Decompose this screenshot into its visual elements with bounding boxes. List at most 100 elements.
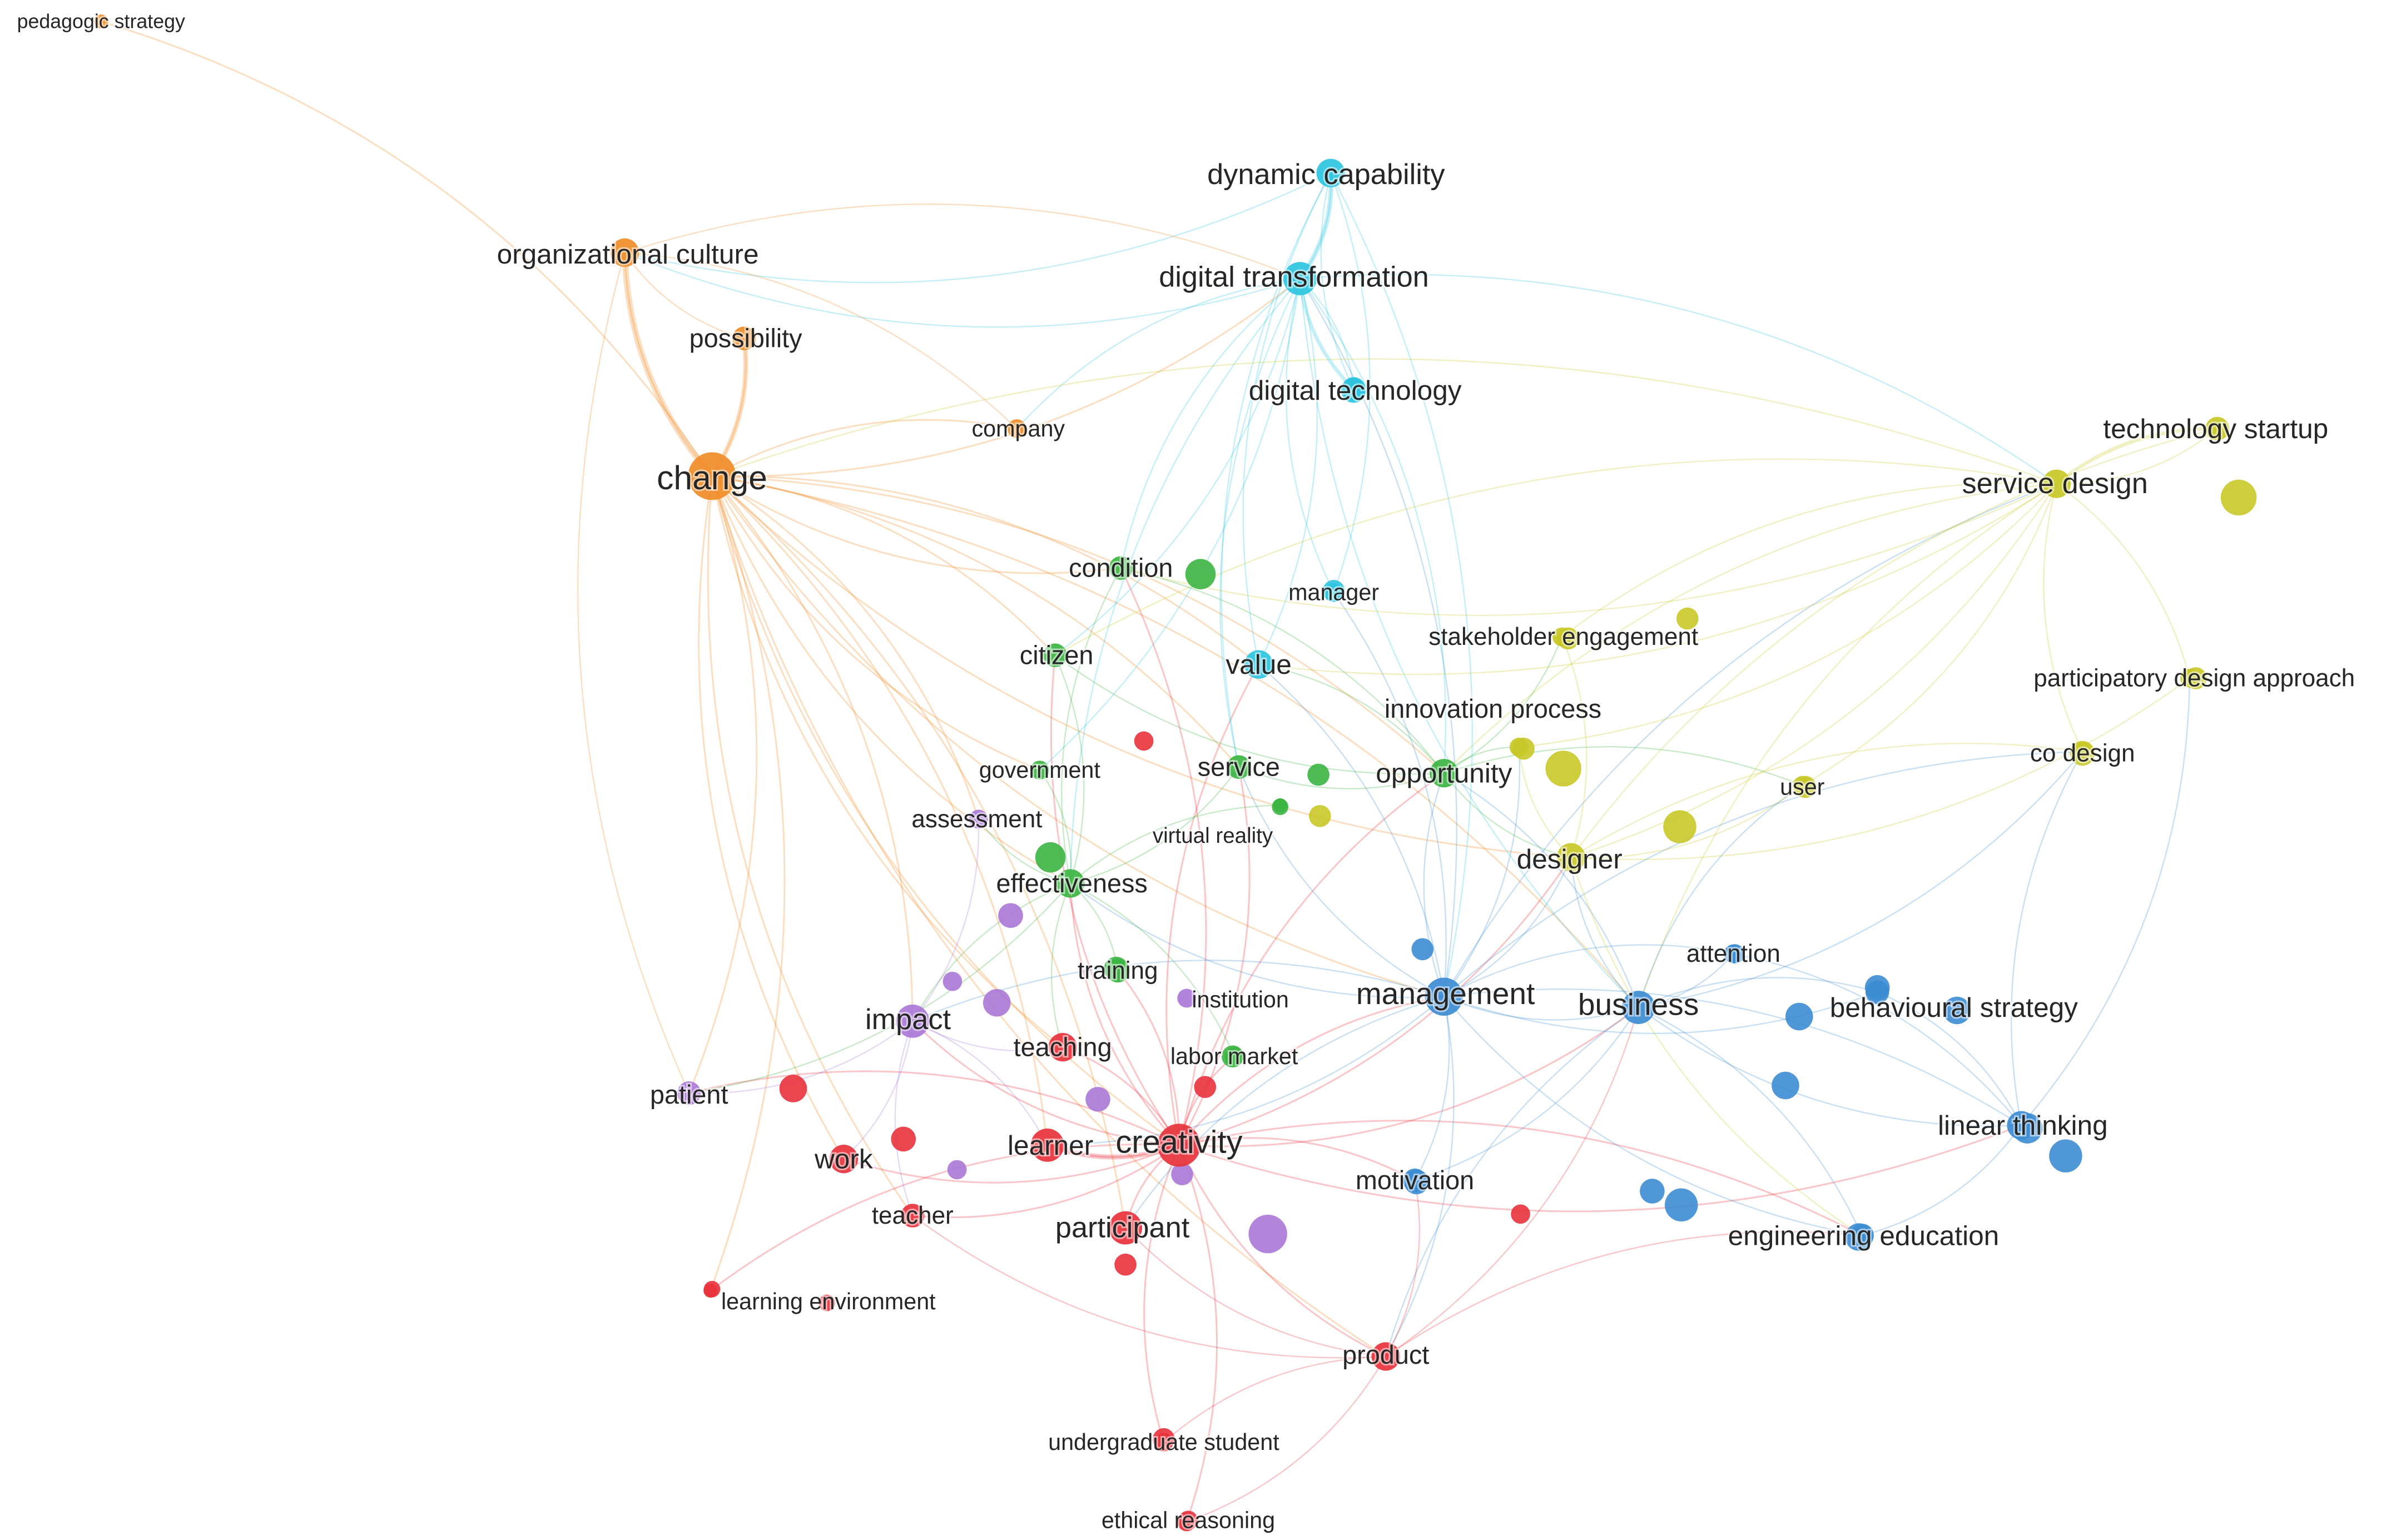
- node-teaching[interactable]: [1048, 1033, 1077, 1062]
- edge: [1120, 278, 1301, 568]
- node-value[interactable]: [1244, 650, 1273, 679]
- label-organizational-culture: organizational culture: [497, 239, 759, 270]
- node-change[interactable]: [688, 452, 736, 500]
- label-digital-technology: digital technology: [1249, 375, 1462, 406]
- edge: [1333, 592, 1447, 997]
- label-behavioural-strategy: behavioural strategy: [1830, 992, 2078, 1023]
- edge: [1163, 1355, 1386, 1443]
- edge: [1443, 944, 1734, 997]
- edge: [1299, 278, 1447, 773]
- edge: [1285, 278, 1335, 593]
- edge: [1054, 278, 1301, 656]
- edge: [1443, 746, 1803, 786]
- node-opportunity[interactable]: [1430, 759, 1459, 788]
- node-effectiveness[interactable]: [1056, 869, 1085, 898]
- edge: [1443, 996, 1639, 1021]
- node-ethical-reasoning[interactable]: [1177, 1512, 1197, 1532]
- node-possibility[interactable]: [732, 326, 756, 350]
- node-service-design[interactable]: [2042, 469, 2071, 498]
- edge: [1330, 172, 1371, 593]
- edge: [1638, 483, 2057, 1008]
- edge: [577, 252, 690, 1094]
- label-institution: institution: [1192, 987, 1288, 1012]
- label-company: company: [972, 416, 1065, 441]
- label-linear-thinking: linear thinking: [1938, 1110, 2108, 1141]
- node-government[interactable]: [1030, 761, 1049, 780]
- node-digital-transformation[interactable]: [1283, 262, 1317, 296]
- edge: [712, 475, 1240, 768]
- node-teacher[interactable]: [901, 1204, 925, 1228]
- node-business[interactable]: [1621, 991, 1655, 1024]
- edge: [688, 475, 758, 1094]
- edge: [843, 1144, 1180, 1184]
- node-work[interactable]: [829, 1145, 858, 1174]
- edge: [1125, 996, 1445, 1229]
- node-management[interactable]: [1425, 977, 1464, 1016]
- edge: [1039, 769, 1072, 884]
- node-institution[interactable]: [1177, 988, 1197, 1008]
- node-behavioural-strategy[interactable]: [1865, 980, 1889, 1004]
- node-motivation[interactable]: [1403, 1168, 1427, 1193]
- node-stakeholder-engagement[interactable]: [1552, 627, 1571, 647]
- node-citizen[interactable]: [1043, 643, 1067, 667]
- edge: [1443, 857, 1572, 997]
- node-learning-environment[interactable]: [703, 1283, 718, 1298]
- node-training[interactable]: [1106, 958, 1130, 983]
- label-learner: learner: [1008, 1130, 1093, 1161]
- node-pedagogic-strategy[interactable]: [94, 14, 108, 29]
- node-company[interactable]: [1007, 419, 1026, 439]
- label-assessment: assessment: [911, 806, 1042, 833]
- node-condition[interactable]: [1109, 556, 1133, 580]
- edge: [1069, 278, 1301, 883]
- edge: [1258, 664, 1445, 997]
- edge: [912, 1144, 1180, 1219]
- edge: [1299, 279, 1639, 1008]
- node-learner[interactable]: [1030, 1128, 1064, 1162]
- edge: [1060, 568, 1122, 884]
- node-undergraduate-student[interactable]: [1154, 1433, 1173, 1452]
- edge: [1070, 766, 1239, 885]
- edge: [712, 475, 1259, 665]
- node-innovation-process[interactable]: [1509, 737, 1529, 757]
- node-user[interactable]: [1793, 776, 1812, 795]
- node-dynamic-capability[interactable]: [1316, 158, 1345, 187]
- edge: [1571, 677, 2190, 861]
- unlabeled-node: [1640, 1179, 1665, 1204]
- node-manager[interactable]: [1324, 583, 1343, 602]
- node-participant[interactable]: [1109, 1211, 1143, 1245]
- label-work: work: [814, 1144, 873, 1175]
- node-designer[interactable]: [1556, 843, 1586, 872]
- edge: [711, 475, 980, 819]
- node-assessment[interactable]: [969, 809, 988, 829]
- node-product[interactable]: [1371, 1342, 1400, 1371]
- node-organizational-culture[interactable]: [610, 238, 639, 267]
- edge: [698, 476, 845, 1160]
- node-impact[interactable]: [896, 1004, 930, 1038]
- node-technology-startup[interactable]: [2205, 416, 2229, 441]
- unlabeled-node: [1785, 1002, 1813, 1031]
- edge: [711, 475, 1121, 574]
- edge: [1179, 1137, 1416, 1181]
- node-creativity[interactable]: [1157, 1124, 1201, 1167]
- unlabeled-node: [779, 1075, 807, 1102]
- node-service[interactable]: [1227, 755, 1251, 779]
- unlabeled-node: [947, 1160, 967, 1180]
- edge: [1571, 483, 2057, 858]
- node-virtual-reality[interactable]: [1273, 798, 1287, 813]
- edge: [1070, 882, 1444, 998]
- edge: [622, 252, 715, 479]
- node-co-design[interactable]: [2073, 742, 2092, 762]
- label-engineering-education: engineering education: [1728, 1220, 2000, 1251]
- node-participatory-design-approach[interactable]: [2180, 669, 2199, 688]
- edge: [1570, 742, 2083, 858]
- node-engineering-education[interactable]: [1850, 1224, 1874, 1248]
- edge: [843, 1021, 914, 1160]
- node-patient[interactable]: [677, 1081, 701, 1105]
- edge: [1802, 483, 2057, 786]
- node-labor-market[interactable]: [1224, 1047, 1244, 1066]
- edge: [711, 476, 1180, 1146]
- node-digital-technology[interactable]: [1342, 377, 1366, 401]
- node-attention[interactable]: [1724, 944, 1743, 963]
- node-linear-thinking[interactable]: [2007, 1111, 2036, 1140]
